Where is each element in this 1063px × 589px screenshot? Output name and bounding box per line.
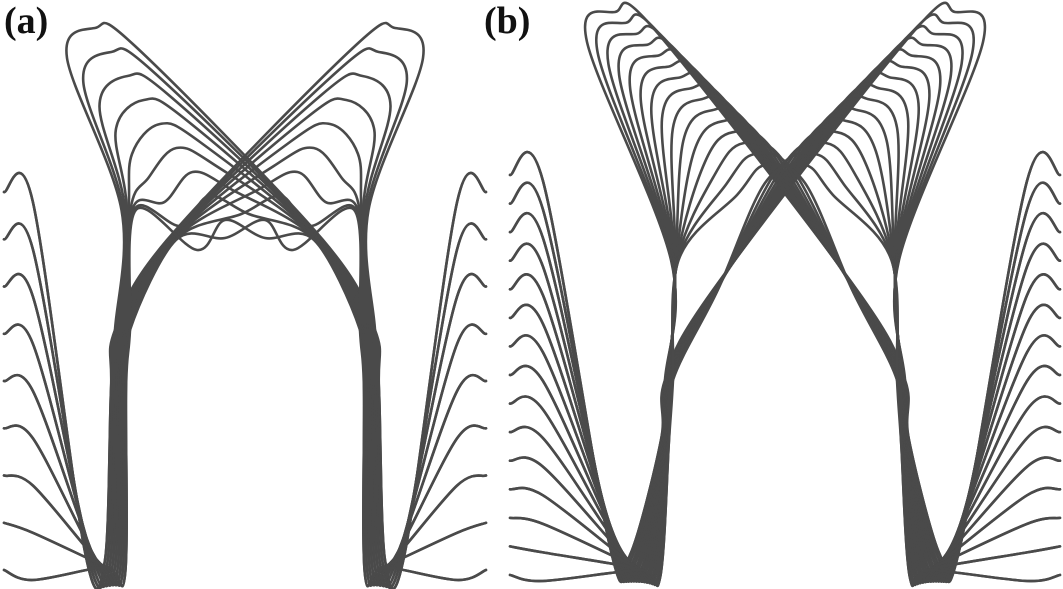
- fold-curve: [508, 36, 1062, 583]
- fold-curve: [508, 48, 1062, 583]
- fold-curve: [508, 151, 1062, 587]
- fold-curve: [508, 140, 1062, 585]
- fold-curve: [2, 206, 488, 588]
- fold-curve: [508, 59, 1062, 583]
- fold-curve: [508, 71, 1062, 583]
- panel-a-curves: [2, 21, 488, 589]
- fold-curve: [508, 1, 1062, 584]
- fold-curve: [2, 72, 488, 589]
- fold-curve: [508, 140, 1062, 585]
- fold-curve: [2, 47, 488, 589]
- fold-curve: [2, 194, 488, 587]
- fold-curve: [508, 48, 1062, 583]
- fold-curve: [2, 194, 488, 587]
- fold-curve: [508, 59, 1062, 583]
- fold-curve: [508, 162, 1062, 587]
- fold-curve: [508, 162, 1062, 587]
- fold-curve: [508, 24, 1062, 583]
- fold-curve: [508, 13, 1062, 583]
- fold-curve: [508, 128, 1062, 585]
- fold-curve: [508, 128, 1062, 585]
- fold-curve: [2, 206, 488, 588]
- fold-curve: [2, 121, 488, 587]
- panel-b-curves: [508, 1, 1062, 587]
- fold-curve: [2, 121, 488, 587]
- panel-b-label: (b): [484, 0, 531, 42]
- fold-curve: [508, 106, 1062, 584]
- fold-curve: [508, 71, 1062, 583]
- panel-a-label: (a): [4, 0, 49, 42]
- fold-curve: [2, 21, 488, 589]
